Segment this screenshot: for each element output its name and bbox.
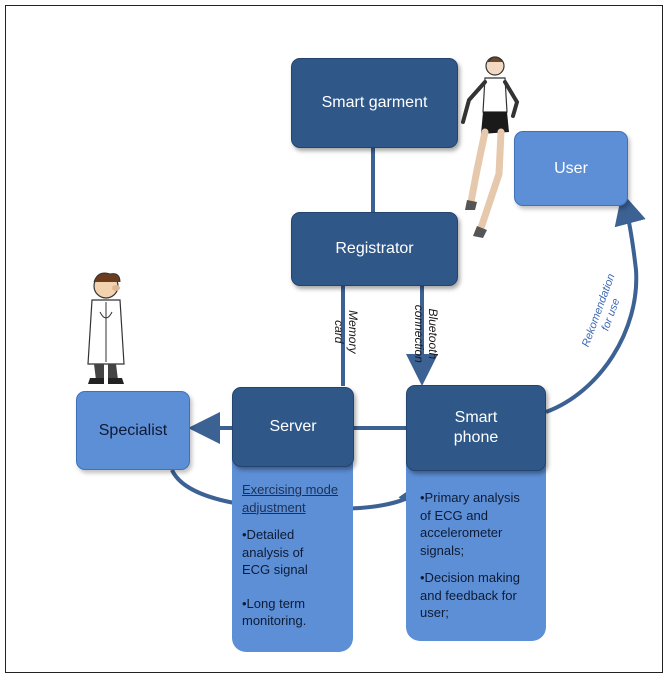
doctor-icon (87, 272, 125, 384)
phone-details-panel: •Primary analysis of ECG and acceleromet… (406, 455, 546, 641)
server-details-panel: Exercising mode adjustment •Detailed ana… (232, 455, 353, 652)
smart-garment-label: Smart garment (321, 94, 428, 111)
phone-item-decision: •Decision making and feedback for user; (420, 569, 540, 622)
recommendation-curve (545, 192, 646, 414)
specialist-label: Specialist (98, 421, 168, 439)
server-item1-line2: analysis of (242, 544, 304, 560)
server-heading-line1: Exercising mode (242, 482, 339, 497)
registrator-node: Registrator (291, 212, 458, 286)
phone-item2-line1: •Decision making (420, 570, 520, 586)
server-item1-line3: ECG signal (242, 562, 308, 578)
server-heading-line2: adjustment (242, 499, 306, 515)
smart-phone-node: Smart phone (406, 385, 546, 471)
phone-item2-line3: user; (420, 605, 449, 621)
server-node: Server (232, 387, 354, 467)
phone-item1-line4: signals; (420, 542, 465, 558)
phone-item1-line3: accelerometer (420, 525, 503, 541)
memory-card-label-line1: Memory (345, 310, 360, 354)
smart-phone-label-line2: phone (453, 429, 499, 446)
server-item-analysis: •Detailed analysis of ECG signal (242, 526, 347, 579)
server-label: Server (269, 418, 317, 435)
server-heading: Exercising mode adjustment (242, 481, 347, 516)
specialist-node: Specialist (76, 391, 190, 470)
smart-phone-label-line1: Smart (454, 409, 498, 426)
phone-item-analysis: •Primary analysis of ECG and acceleromet… (420, 489, 540, 559)
user-node: User (514, 131, 628, 206)
phone-item1-line2: of ECG and (420, 507, 488, 523)
bluetooth-label-line1: Bluetooth (425, 308, 440, 360)
memory-card-label-line2: card (332, 320, 346, 344)
runner-icon (461, 56, 520, 238)
phone-item1-line1: •Primary analysis (420, 490, 520, 505)
server-item1-line1: •Detailed (242, 527, 295, 543)
phone-item2-line2: and feedback for (420, 587, 517, 603)
server-item-monitoring: •Long term monitoring. (242, 595, 347, 630)
server-item2-line2: monitoring. (242, 613, 307, 629)
memory-card-label: Memory card (331, 287, 360, 377)
bluetooth-label: Bluetooth connection (411, 284, 440, 384)
bluetooth-label-line2: connection (412, 304, 426, 363)
smart-garment-node: Smart garment (291, 58, 458, 148)
user-label: User (554, 159, 588, 177)
registrator-label: Registrator (335, 240, 414, 257)
server-item2-line1: •Long term (242, 595, 306, 611)
